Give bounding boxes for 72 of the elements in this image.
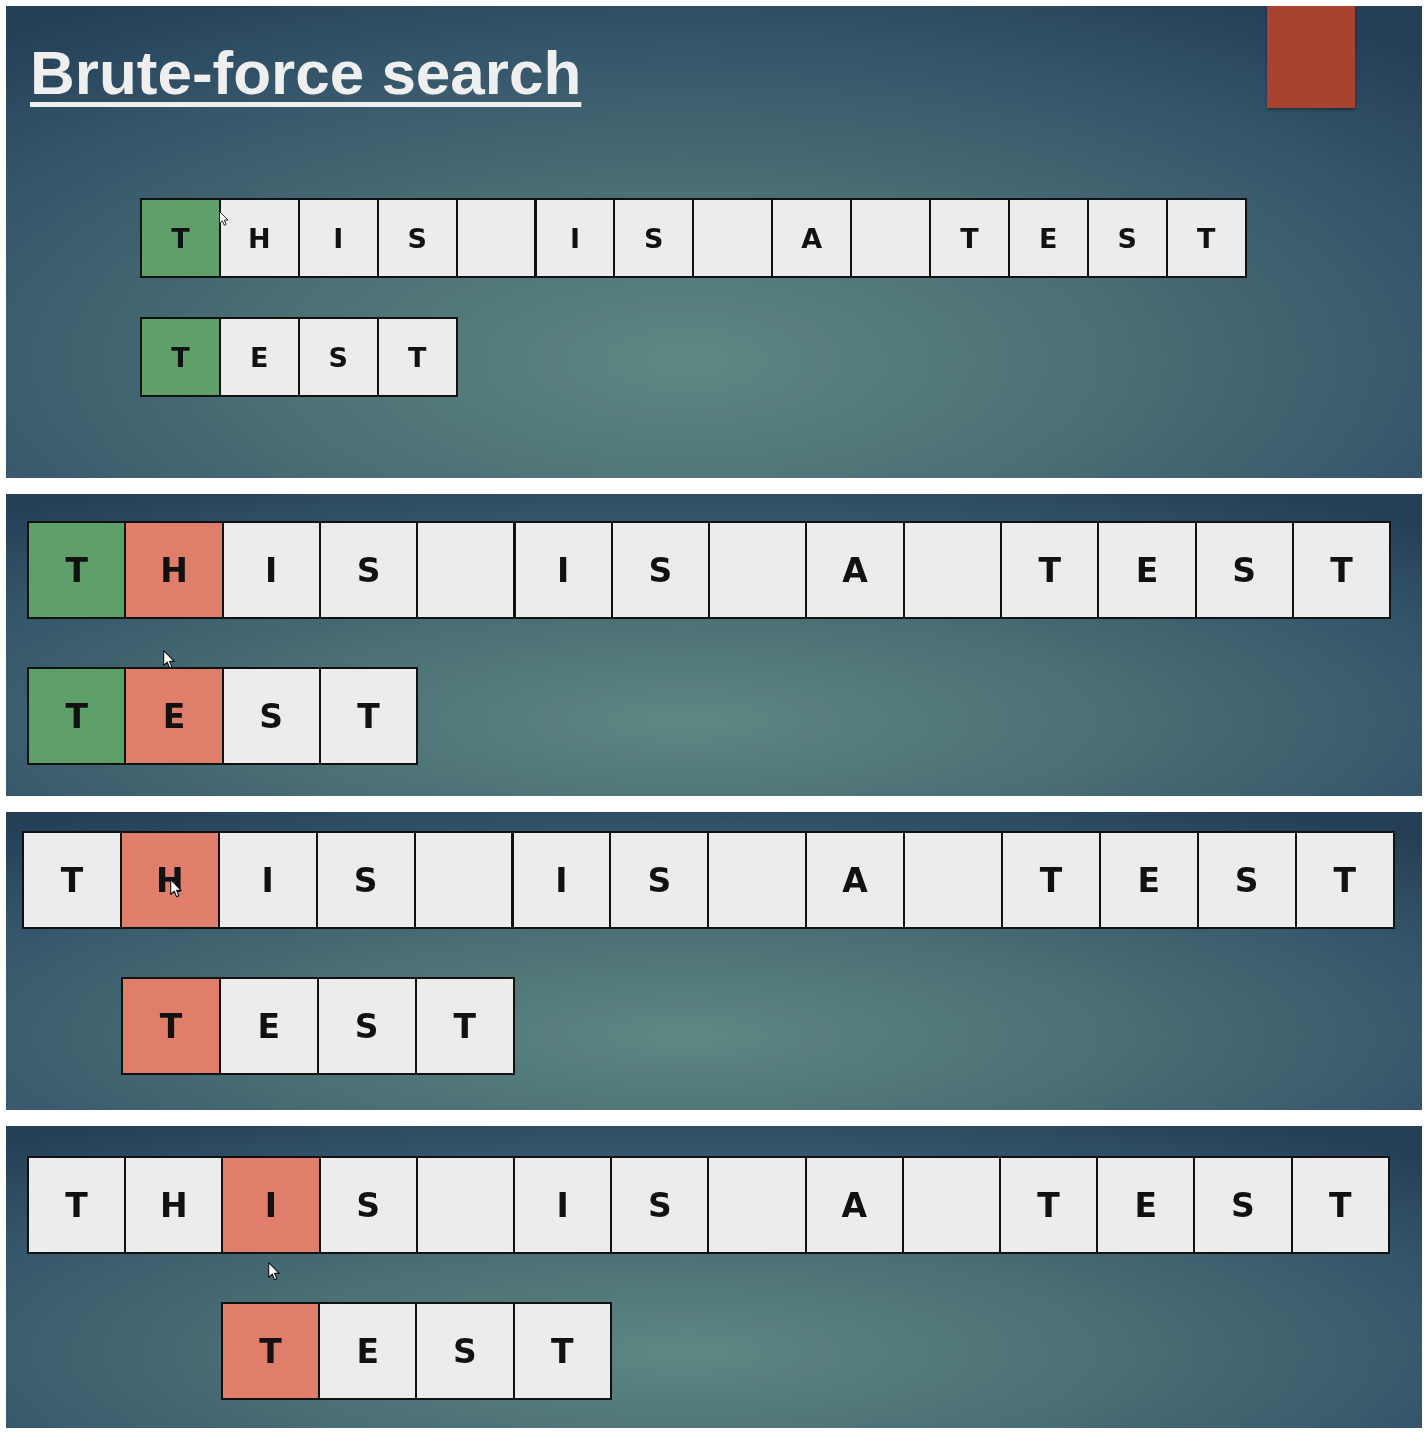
letter-cell: S bbox=[415, 1302, 515, 1400]
letter-cell: E bbox=[218, 317, 300, 397]
letter-cell: S bbox=[609, 831, 710, 929]
letter-cell: T bbox=[27, 1156, 127, 1254]
letter-cell: S bbox=[610, 521, 711, 619]
letter-cell: I bbox=[513, 521, 613, 619]
letter-cell: A bbox=[771, 198, 853, 278]
letter-cell: T bbox=[318, 667, 419, 765]
letter-cell: E bbox=[1098, 831, 1199, 929]
letter-cell: A bbox=[804, 1156, 904, 1254]
letter-cell: S bbox=[610, 1156, 710, 1254]
letter-cell: T bbox=[512, 1302, 612, 1400]
letter-cell: H bbox=[218, 198, 300, 278]
letter-cell: T bbox=[140, 198, 221, 278]
letter-cell: S bbox=[1193, 1156, 1293, 1254]
letter-cell: T bbox=[221, 1302, 321, 1400]
blank-cell bbox=[902, 521, 1002, 619]
letter-cell: E bbox=[1097, 521, 1197, 619]
letter-cell: T bbox=[1165, 198, 1247, 278]
letter-cell: I bbox=[221, 521, 321, 619]
letter-cell: T bbox=[1290, 1156, 1390, 1254]
letter-cell: H bbox=[124, 521, 224, 619]
letter-cell: A bbox=[805, 831, 906, 929]
letter-cell: I bbox=[217, 831, 318, 929]
letter-cell: E bbox=[218, 977, 319, 1075]
blank-cell bbox=[455, 198, 537, 278]
letter-cell: T bbox=[414, 977, 515, 1075]
blank-cell bbox=[707, 831, 808, 929]
blank-cell bbox=[708, 521, 808, 619]
letter-cell: S bbox=[221, 667, 321, 765]
letter-cell: I bbox=[511, 831, 612, 929]
slide-title: Brute-force search bbox=[30, 42, 582, 104]
letter-cell: S bbox=[315, 831, 416, 929]
letter-cell: T bbox=[929, 198, 1010, 278]
letter-cell: E bbox=[1096, 1156, 1196, 1254]
letter-cell: I bbox=[221, 1156, 321, 1254]
letter-cell: I bbox=[297, 198, 379, 278]
blank-cell bbox=[416, 521, 516, 619]
letter-cell: S bbox=[376, 198, 458, 278]
blank-cell bbox=[692, 198, 774, 278]
blank-cell bbox=[850, 198, 931, 278]
letter-cell: T bbox=[1291, 521, 1392, 619]
letter-cell: T bbox=[1000, 521, 1100, 619]
letter-cell: T bbox=[22, 831, 122, 929]
letter-cell: T bbox=[27, 521, 127, 619]
letter-cell: T bbox=[1001, 831, 1101, 929]
letter-cell: S bbox=[613, 198, 695, 278]
letter-cell: H bbox=[124, 1156, 224, 1254]
letter-cell: S bbox=[1194, 521, 1294, 619]
blank-cell bbox=[707, 1156, 807, 1254]
letter-cell: S bbox=[318, 1156, 418, 1254]
letter-cell: T bbox=[140, 317, 221, 397]
letter-cell: T bbox=[376, 317, 458, 397]
letter-cell: E bbox=[124, 667, 224, 765]
letter-cell: E bbox=[1007, 198, 1089, 278]
letter-cell: T bbox=[121, 977, 221, 1075]
letter-cell: T bbox=[1294, 831, 1395, 929]
blank-cell bbox=[413, 831, 514, 929]
letter-cell: S bbox=[297, 317, 379, 397]
letter-cell: A bbox=[805, 521, 905, 619]
letter-cell: S bbox=[316, 977, 417, 1075]
letter-cell: T bbox=[27, 667, 127, 765]
blank-cell bbox=[903, 831, 1003, 929]
blank-cell bbox=[901, 1156, 1001, 1254]
letter-cell: E bbox=[318, 1302, 418, 1400]
letter-cell: I bbox=[534, 198, 616, 278]
letter-cell: S bbox=[318, 521, 419, 619]
letter-cell: I bbox=[513, 1156, 613, 1254]
blank-cell bbox=[415, 1156, 515, 1254]
letter-cell: S bbox=[1196, 831, 1297, 929]
letter-cell: T bbox=[999, 1156, 1099, 1254]
letter-cell: S bbox=[1086, 198, 1168, 278]
